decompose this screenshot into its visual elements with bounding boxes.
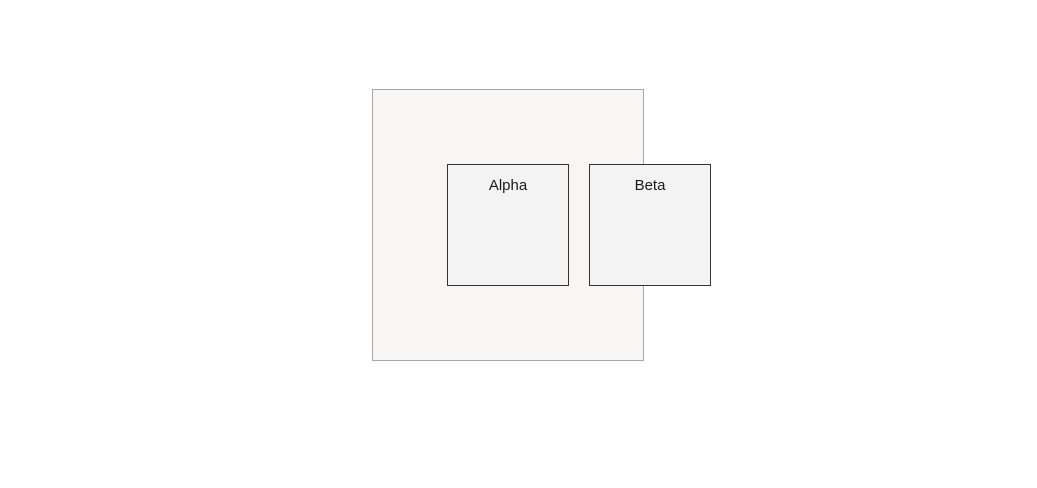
node-alpha-label: Alpha (488, 177, 528, 194)
node-alpha: Alpha (447, 164, 569, 286)
node-beta: Beta (589, 164, 711, 286)
node-beta-label: Beta (634, 177, 666, 194)
